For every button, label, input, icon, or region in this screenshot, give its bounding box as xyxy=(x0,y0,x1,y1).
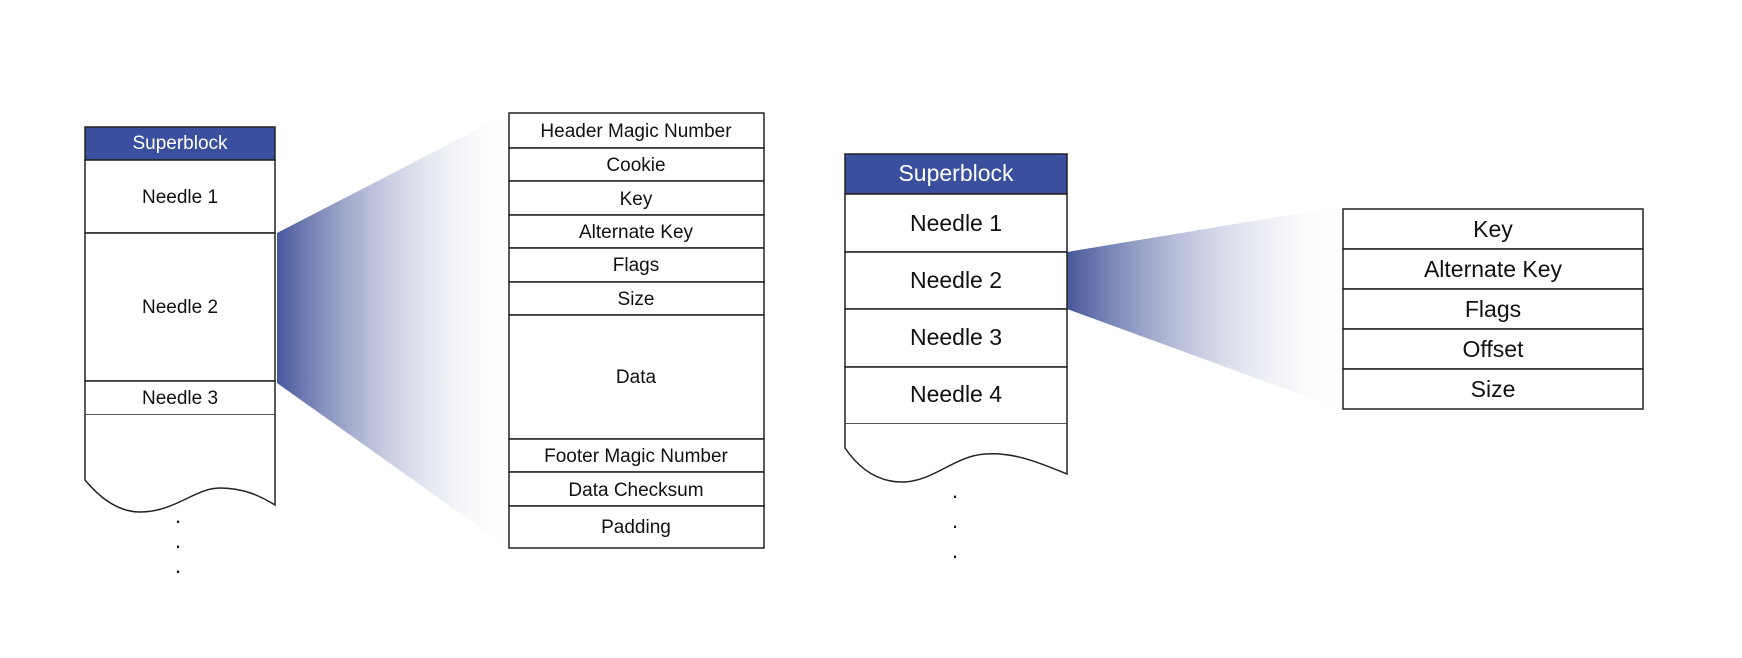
volume-file: Superblock Needle 1 Needle 2 Needle 3 · … xyxy=(84,126,276,583)
needle-label: Needle 2 xyxy=(142,297,218,318)
needle-record: Header Magic Number Cookie Key Alternate… xyxy=(508,112,765,549)
index-file: Superblock Needle 1 Needle 2 Needle 3 Ne… xyxy=(844,153,1068,568)
needle-cell xyxy=(84,159,276,234)
field-cell xyxy=(508,281,765,316)
torn-bottom-edge xyxy=(84,415,276,513)
field-label: Alternate Key xyxy=(579,222,694,243)
ellipsis-dot: · xyxy=(174,558,181,583)
needle-label: Needle 1 xyxy=(910,210,1002,236)
field-label: Cookie xyxy=(606,155,665,176)
needle-cell xyxy=(844,251,1068,310)
field-cell xyxy=(508,438,765,473)
field-label: Flags xyxy=(1465,296,1521,322)
superblock-label: Superblock xyxy=(132,133,228,154)
field-label: Size xyxy=(618,289,655,310)
field-cell xyxy=(1342,208,1644,250)
ellipsis-dot: · xyxy=(174,533,181,558)
ellipsis-dot: · xyxy=(174,508,181,533)
field-label: Alternate Key xyxy=(1424,256,1563,282)
ellipsis-dot: · xyxy=(951,543,958,568)
field-label: Offset xyxy=(1463,336,1525,362)
needle-2-expansion-wedge xyxy=(277,113,509,548)
needle-label: Needle 2 xyxy=(910,267,1002,293)
field-cell xyxy=(1342,248,1644,290)
torn-bottom-edge xyxy=(844,424,1068,483)
field-cell xyxy=(1342,288,1644,330)
field-label: Key xyxy=(620,189,653,210)
field-cell xyxy=(508,214,765,249)
field-label: Header Magic Number xyxy=(540,121,732,142)
needle-cell xyxy=(844,366,1068,425)
needle-label: Needle 1 xyxy=(142,187,218,208)
field-cell xyxy=(508,147,765,182)
needle-cell xyxy=(844,193,1068,253)
needle-label: Needle 3 xyxy=(142,388,218,409)
needle-cell xyxy=(844,308,1068,368)
needle-cell xyxy=(84,232,276,382)
field-label: Data xyxy=(616,367,657,388)
needle-cell xyxy=(84,380,276,416)
field-label: Flags xyxy=(613,255,659,276)
needle-label: Needle 3 xyxy=(910,324,1002,350)
field-label: Key xyxy=(1473,216,1513,242)
field-label: Data Checksum xyxy=(568,480,703,501)
field-label: Footer Magic Number xyxy=(544,446,728,467)
superblock-header xyxy=(84,126,276,161)
index-record: Key Alternate Key Flags Offset Size xyxy=(1342,208,1644,410)
superblock-label: Superblock xyxy=(898,160,1014,186)
field-cell xyxy=(1342,328,1644,370)
field-label: Size xyxy=(1471,376,1516,402)
needle-2-index-expansion-wedge xyxy=(1067,206,1343,410)
ellipsis-dot: · xyxy=(951,513,958,538)
field-cell xyxy=(1342,368,1644,410)
field-cell xyxy=(508,505,765,549)
field-cell xyxy=(508,314,765,440)
ellipsis-dot: · xyxy=(951,483,958,508)
needle-label: Needle 4 xyxy=(910,381,1002,407)
field-label: Padding xyxy=(601,517,671,538)
